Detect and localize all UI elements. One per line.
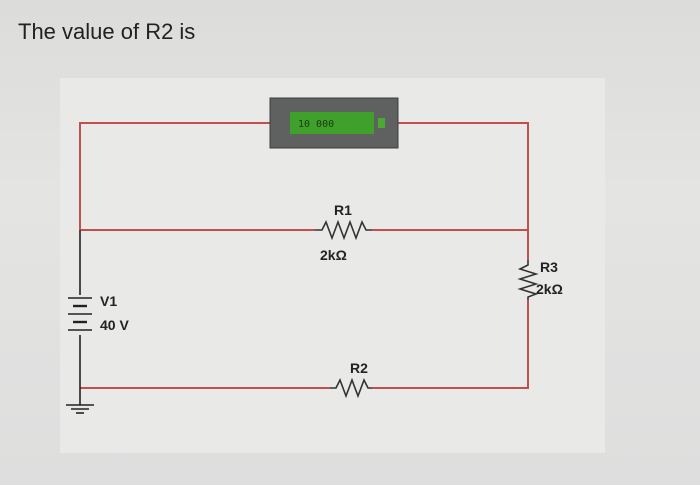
battery-v1: [68, 297, 92, 331]
r2-label: R2: [350, 360, 368, 376]
resistor-r3: [517, 260, 539, 300]
v1-label: V1: [100, 293, 117, 309]
wire-bottom-right: [372, 300, 529, 389]
r3-value: 2kΩ: [536, 281, 563, 297]
resistor-r1: [315, 219, 372, 241]
question-text: The value of R2 is: [18, 19, 196, 44]
meter-indicator: [378, 118, 385, 128]
r1-value: 2kΩ: [320, 247, 347, 263]
resistor-r2: [330, 377, 372, 399]
r1-label: R1: [334, 202, 352, 218]
r3-label: R3: [540, 259, 558, 275]
meter-screen: [290, 112, 374, 134]
wires: [79, 122, 529, 389]
wire-top-left: [79, 122, 270, 230]
v1-value: 40 V: [100, 317, 129, 333]
meter-reading: 10 000: [298, 119, 334, 130]
battery-leads: [66, 230, 94, 414]
wire-top-right: [398, 122, 529, 230]
multimeter: 10 000: [269, 97, 399, 149]
